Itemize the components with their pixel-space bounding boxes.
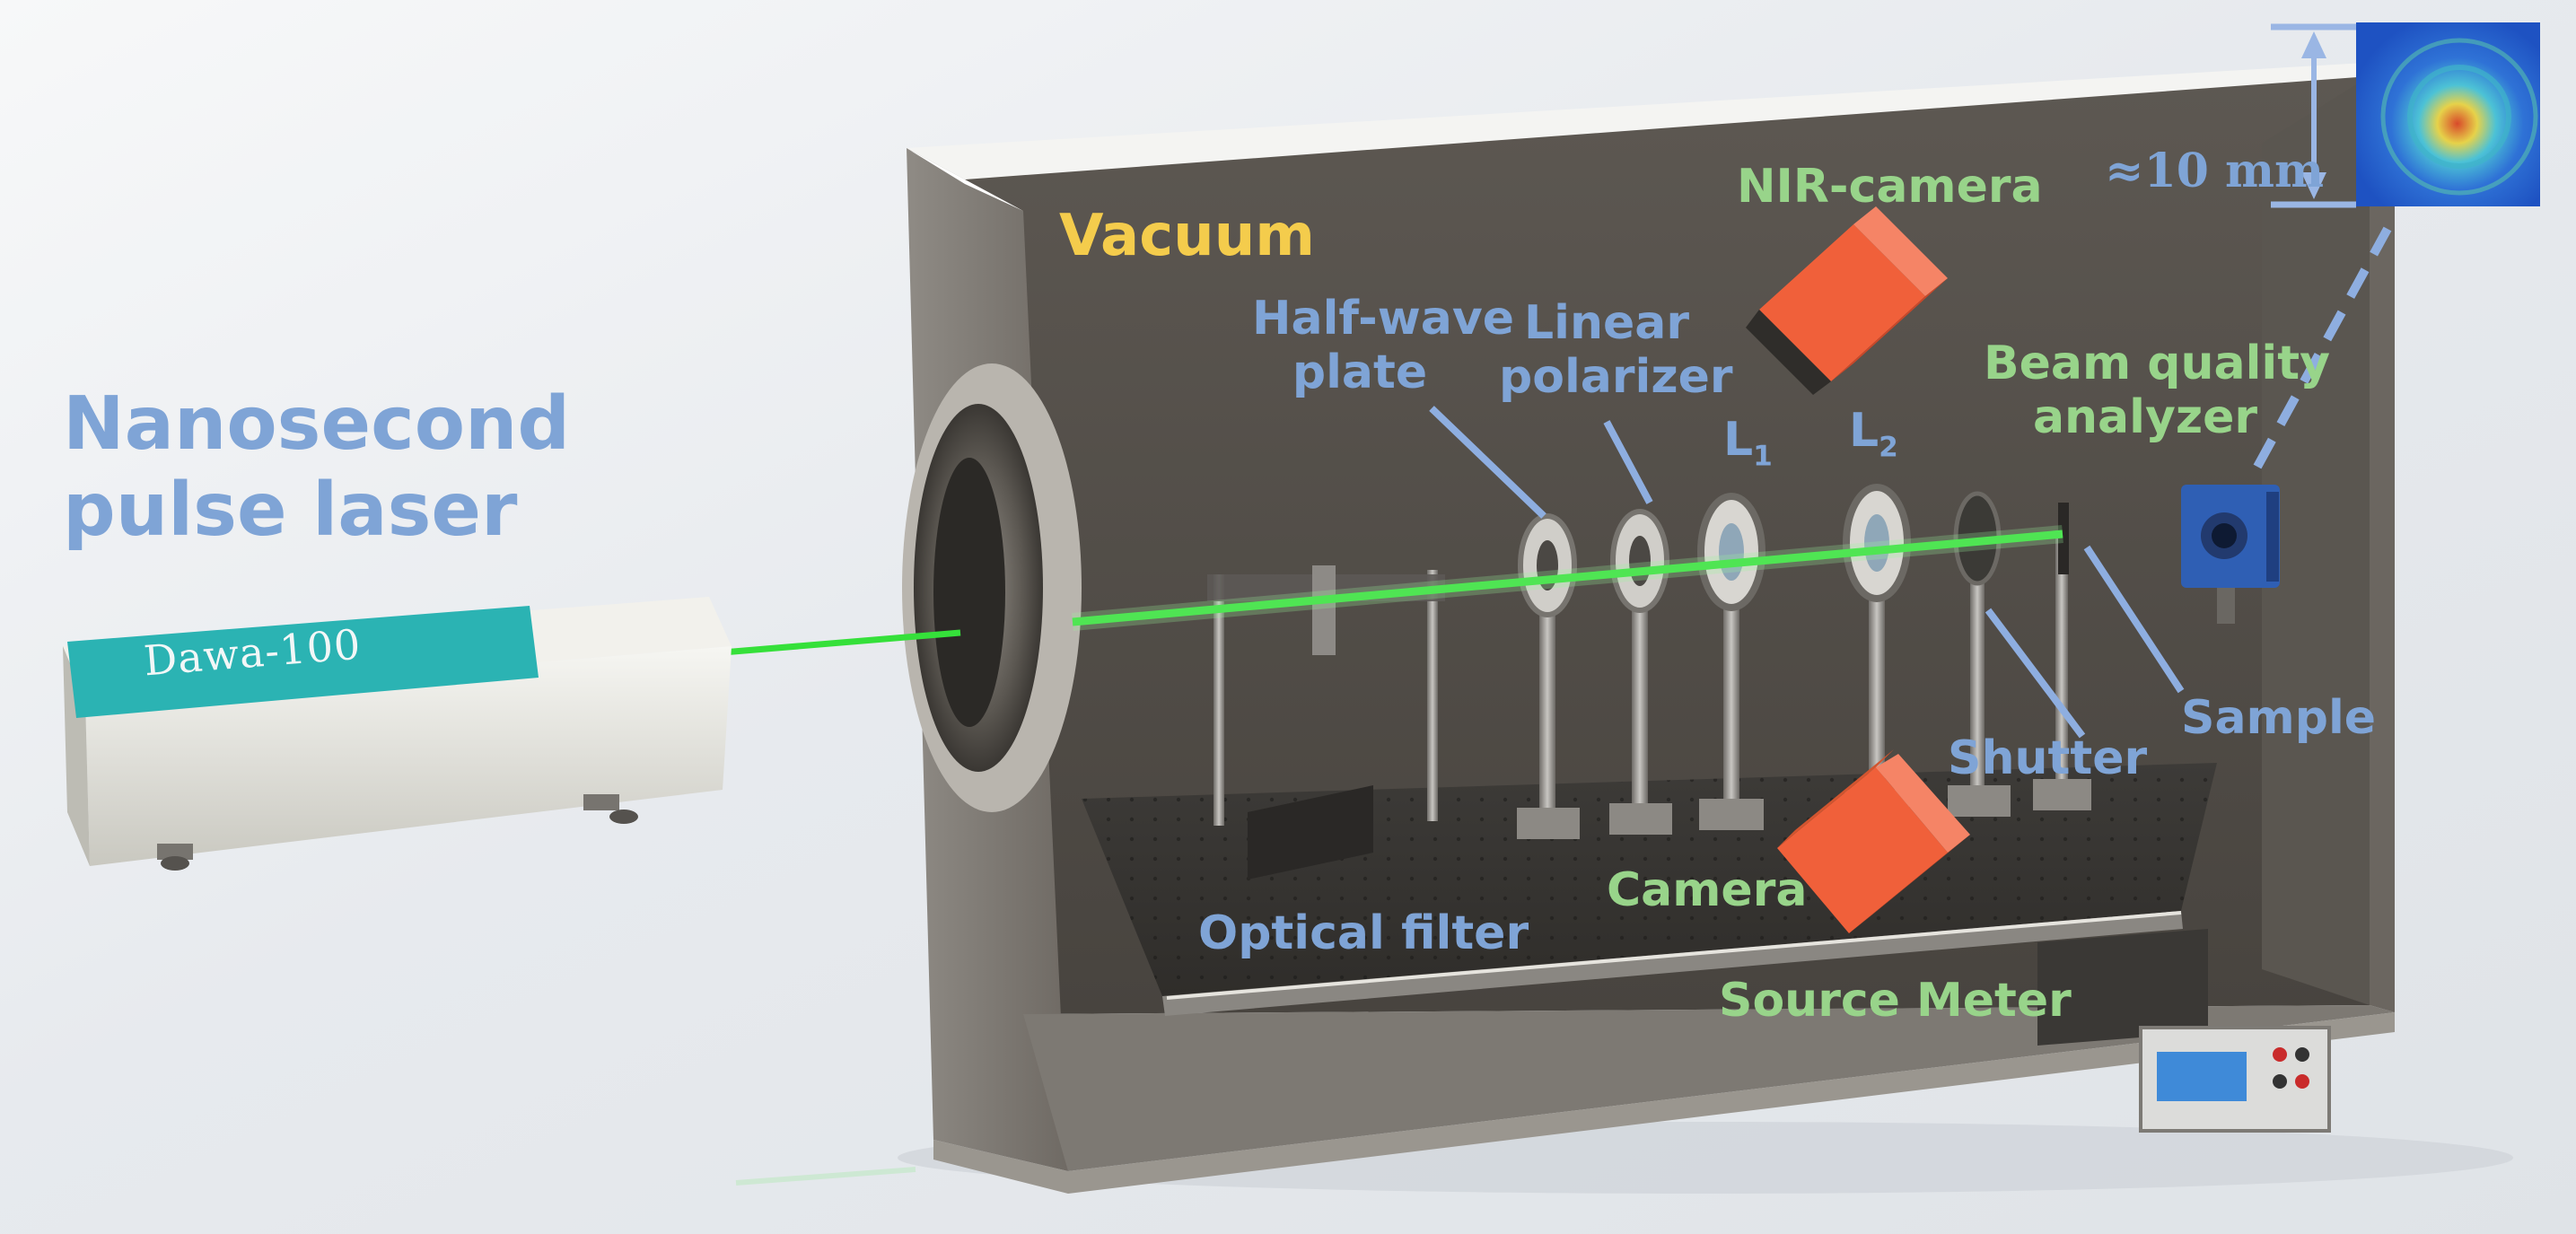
pointer-polarizer (1603, 420, 1653, 504)
label-lens-l2-sub: 2 (1879, 431, 1898, 464)
label-half-wave-plate: Half-wave plate (1252, 292, 1514, 399)
camera-icon (1777, 749, 1970, 933)
optical-table-edge (1162, 911, 2183, 1016)
label-linear-pol-line1: Linear (1524, 296, 1689, 350)
label-laser-line2: pulse laser (63, 468, 518, 553)
label-vacuum: Vacuum (1059, 203, 1315, 269)
scale-arrow-bottom (2301, 172, 2326, 199)
chamber-left-rim (907, 148, 1023, 211)
nir-camera-icon (1746, 206, 1948, 395)
chamber-floor (1023, 1005, 2395, 1171)
linear-polarizer-mount (1609, 509, 1672, 835)
label-laser-line1: Nanosecond (63, 381, 571, 467)
chamber-right-inner (2262, 76, 2370, 1005)
laser-beam-glow (1072, 525, 2063, 631)
pointer-sample (2083, 545, 2185, 694)
label-half-wave-line2: plate (1292, 346, 1428, 399)
pointer-half-wave (1429, 406, 1546, 519)
beam-profile-ring (2407, 65, 2511, 169)
label-linear-polarizer: Linear polarizer (1499, 296, 1733, 404)
label-beam-analyzer-line1: Beam quality (1984, 337, 2331, 390)
reflection-streak (735, 1167, 916, 1186)
label-laser: Nanosecond pulse laser (63, 381, 570, 554)
label-beam-analyzer-line2: analyzer (2032, 390, 2258, 444)
label-beam-quality-analyzer: Beam quality analyzer (1984, 337, 2330, 444)
shutter-mount (1948, 491, 2011, 817)
beam-analyzer-icon (2181, 485, 2280, 624)
label-linear-pol-line2: polarizer (1499, 350, 1733, 404)
label-lens-l1: L1 (1723, 413, 1773, 483)
chamber-bottom-edge (933, 1012, 2395, 1194)
chamber-top-rim (907, 63, 2388, 179)
label-lens-l1-letter: L (1723, 413, 1754, 467)
label-optical-filter: Optical filter (1198, 906, 1529, 960)
pointer-shutter (1985, 608, 2086, 739)
label-camera: Camera (1607, 863, 1808, 917)
label-source-meter: Source Meter (1719, 974, 2072, 1028)
optical-table-highlight (1166, 911, 2182, 1000)
laser-beam-outside (722, 629, 961, 656)
filter-post-left (1214, 574, 1224, 826)
label-lens-l1-sub: 1 (1753, 440, 1773, 473)
laser-beam-inside (1072, 529, 2063, 626)
entrance-port-window (933, 458, 1005, 727)
label-sample: Sample (2181, 691, 2377, 745)
half-wave-plate-mount (1517, 513, 1580, 839)
label-shutter: Shutter (1948, 731, 2148, 785)
label-half-wave-line1: Half-wave (1252, 292, 1515, 346)
laser-nameplate (67, 606, 539, 718)
beam-profile-ring-2 (2380, 38, 2538, 196)
chamber-right-wall (2370, 76, 2395, 1012)
scale-arrow-top (2301, 31, 2326, 58)
filter-post-right (1427, 570, 1438, 821)
source-meter-icon (2037, 929, 2331, 1133)
filter-element (1312, 565, 1336, 655)
laser-head-icon (63, 597, 732, 871)
label-scale: ≈10 mm (2105, 144, 2325, 198)
label-lens-l2-letter: L (1849, 404, 1879, 458)
label-nir-camera: NIR-camera (1737, 160, 2043, 214)
label-lens-l2: L2 (1849, 404, 1898, 474)
optical-filter-block (1248, 785, 1373, 880)
sample-mount (2033, 503, 2091, 810)
